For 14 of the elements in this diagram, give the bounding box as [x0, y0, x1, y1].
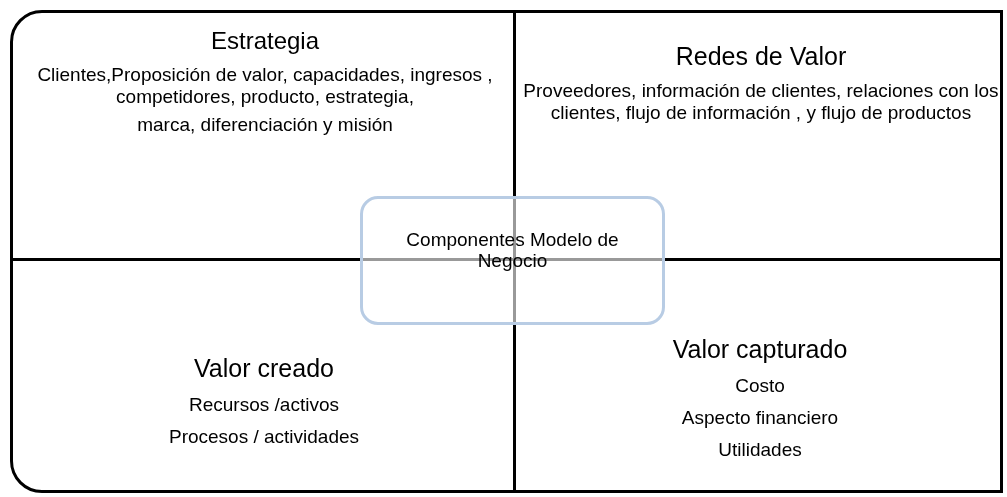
quadrant-text: Aspecto financiero: [681, 407, 839, 429]
quadrant-heading: Valor creado: [194, 353, 334, 384]
quadrant-text: Costo: [735, 375, 785, 397]
center-box: [360, 196, 665, 325]
quadrant-heading: Estrategia: [210, 26, 320, 56]
center-label: Componentes Modelo de Negocio: [405, 229, 620, 271]
quadrant-text: Procesos / actividades: [168, 426, 360, 448]
quadrant-text: Utilidades: [718, 439, 802, 461]
quadrant-heading: Redes de Valor: [675, 41, 847, 72]
quadrant-text: Clientes,Proposición de valor, capacidades, ingresos , competidores, producto, estrategia,: [36, 64, 494, 108]
quadrant-text: marca, diferenciación y misión: [137, 114, 393, 136]
quadrant-text: Proveedores, información de clientes, relaciones con los clientes, flujo de información , y flujo de productos: [522, 80, 1000, 124]
quadrant-text: Recursos /activos: [189, 394, 339, 416]
quadrant-heading: Valor capturado: [672, 334, 848, 365]
